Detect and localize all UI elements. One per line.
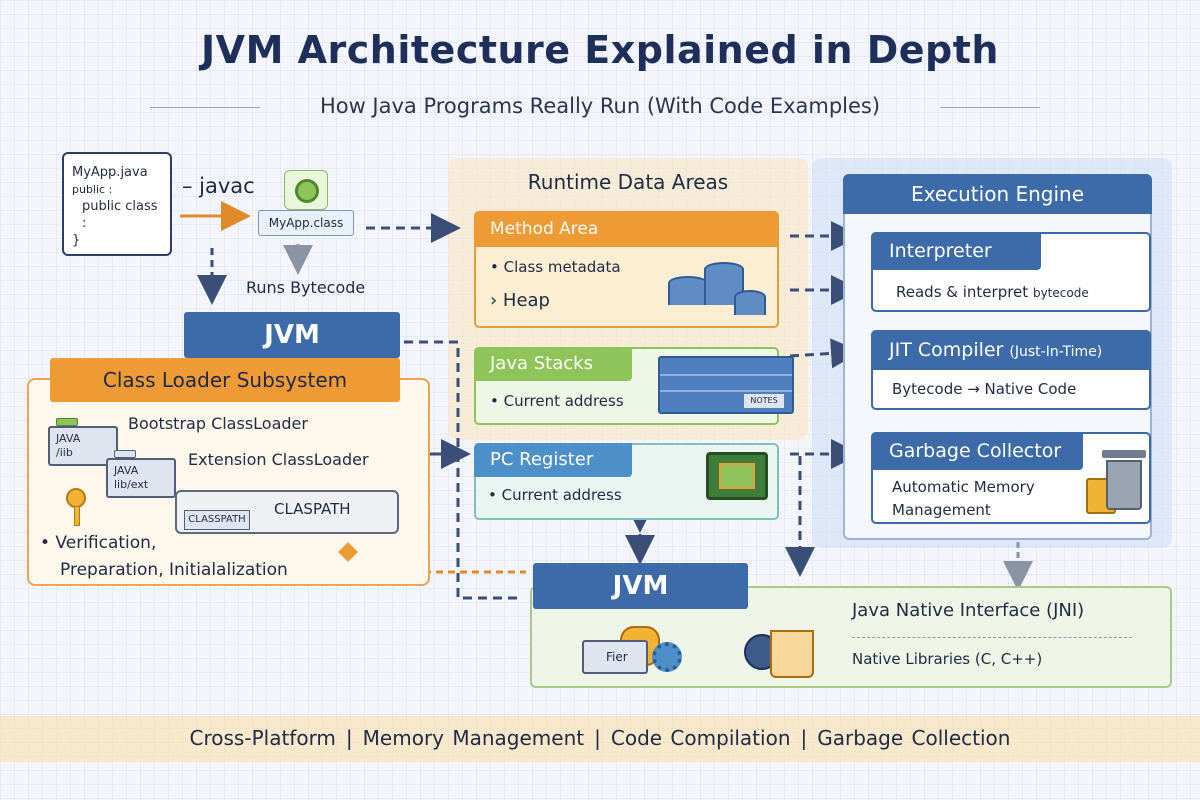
key-icon	[66, 488, 100, 528]
jit-compiler-title: JIT Compiler (Just-In-Time)	[871, 330, 1151, 370]
native-folder-icon: Fier	[582, 640, 648, 674]
pc-register-item: • Current address	[488, 486, 622, 504]
loader-step: Preparation, Initialalization	[60, 560, 288, 580]
jvm-label-bottom: JVM	[533, 563, 748, 609]
loader-step: • Verification,	[40, 533, 157, 553]
runtime-title: Runtime Data Areas	[527, 170, 729, 194]
method-area-title: Method Area	[474, 211, 779, 247]
java-stacks-title: Java Stacks	[474, 347, 632, 381]
page-subtitle: How Java Programs Really Run (With Code …	[319, 94, 881, 118]
method-area-item: › Heap	[490, 290, 550, 311]
native-libraries-label: Native Libraries (C, C++)	[852, 650, 1043, 668]
classpath-folder-icon: CLASSPATH	[184, 510, 250, 530]
footer-item: Garbage Collection	[817, 726, 1011, 750]
source-file-name: MyApp.java	[72, 165, 148, 180]
classpath-label: CLASPATH	[274, 500, 351, 518]
database-icon	[734, 290, 766, 315]
jvm-label-top: JVM	[184, 312, 400, 358]
source-file-card: MyApp.java public : public class : }	[62, 152, 172, 256]
class-file-card: MyApp.class	[258, 164, 354, 240]
database-icon	[668, 276, 708, 305]
subtitle-rule-right	[940, 107, 1040, 108]
library-bin-icon	[770, 630, 814, 678]
garbage-collector-desc: Automatic Memory Management	[892, 478, 1035, 519]
bootstrap-folder-icon: JAVA /iib	[48, 418, 118, 466]
jni-divider	[852, 637, 1132, 638]
subtitle-rule-left	[150, 107, 260, 108]
code-line: :	[82, 216, 87, 231]
class-loader-title: Class Loader Subsystem	[50, 358, 400, 402]
gear-icon	[652, 642, 682, 672]
java-stacks-item: • Current address	[490, 392, 624, 410]
interpreter-title: Interpreter	[871, 232, 1041, 270]
javac-label: – javac	[182, 174, 255, 198]
code-line: public :	[72, 183, 113, 196]
footer-band	[0, 716, 1200, 762]
cpu-chip-icon	[706, 452, 768, 500]
footer-item: Cross-Platform	[189, 726, 336, 750]
method-area-item: • Class metadata	[490, 258, 621, 276]
page-title: JVM Architecture Explained in Depth	[201, 28, 999, 72]
extension-folder-icon: JAVA lib/ext	[106, 450, 176, 498]
loader-steps: • Verification, Preparation, Initialaliz…	[40, 530, 288, 584]
footer-item: Code Compilation	[610, 726, 791, 750]
footer-features: Cross-Platform|Memory Management|Code Co…	[189, 726, 1011, 750]
jni-title: Java Native Interface (JNI)	[852, 600, 1085, 621]
jit-compiler-desc: Bytecode → Native Code	[892, 380, 1077, 398]
bootstrap-loader-label: Bootstrap ClassLoader	[128, 414, 308, 433]
footer-item: Memory Management	[362, 726, 585, 750]
execution-engine-title: Execution Engine	[843, 174, 1152, 214]
code-line: public class	[82, 199, 158, 214]
extension-loader-label: Extension ClassLoader	[188, 450, 369, 469]
stack-notes-tag: NOTES	[744, 394, 784, 408]
code-line: }	[72, 233, 81, 248]
pc-register-title: PC Register	[474, 443, 632, 477]
interpreter-desc: Reads & interpret bytecode	[896, 283, 1089, 301]
stack-frames-icon: NOTES	[658, 356, 794, 414]
class-file-label: MyApp.class	[258, 210, 354, 236]
trash-can-icon	[1102, 446, 1146, 512]
garbage-collector-title: Garbage Collector	[871, 432, 1083, 470]
bytecode-icon	[284, 170, 328, 210]
runs-bytecode-label: Runs Bytecode	[246, 278, 366, 297]
